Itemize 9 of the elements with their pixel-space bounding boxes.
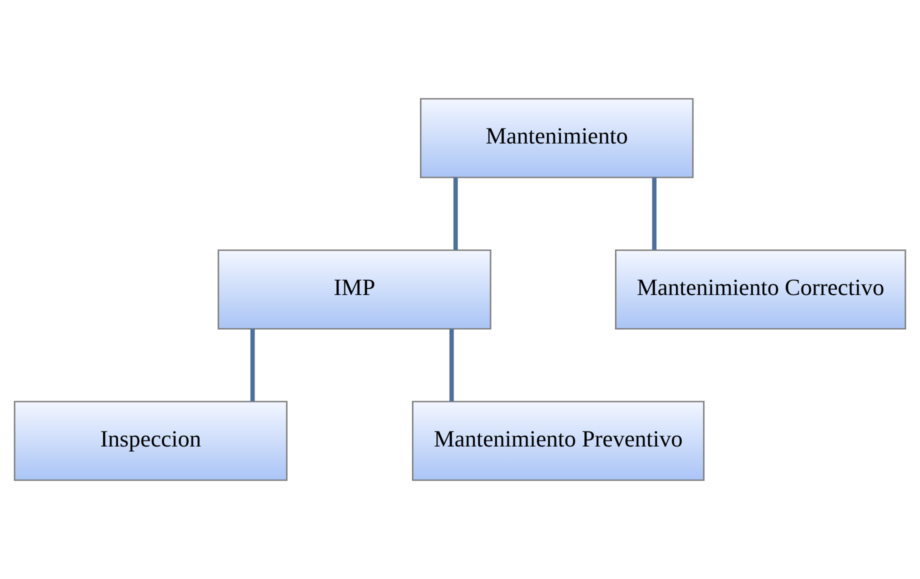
node-box: IMP: [218, 249, 492, 330]
connector: [453, 178, 458, 250]
node-box: Mantenimiento Correctivo: [615, 249, 906, 330]
connector: [652, 178, 656, 250]
connector: [449, 328, 454, 402]
node-box: Mantenimiento: [420, 98, 694, 178]
node-box: Inspeccion: [14, 400, 288, 481]
node-box: Mantenimiento Preventivo: [412, 400, 705, 481]
connector: [250, 328, 255, 402]
